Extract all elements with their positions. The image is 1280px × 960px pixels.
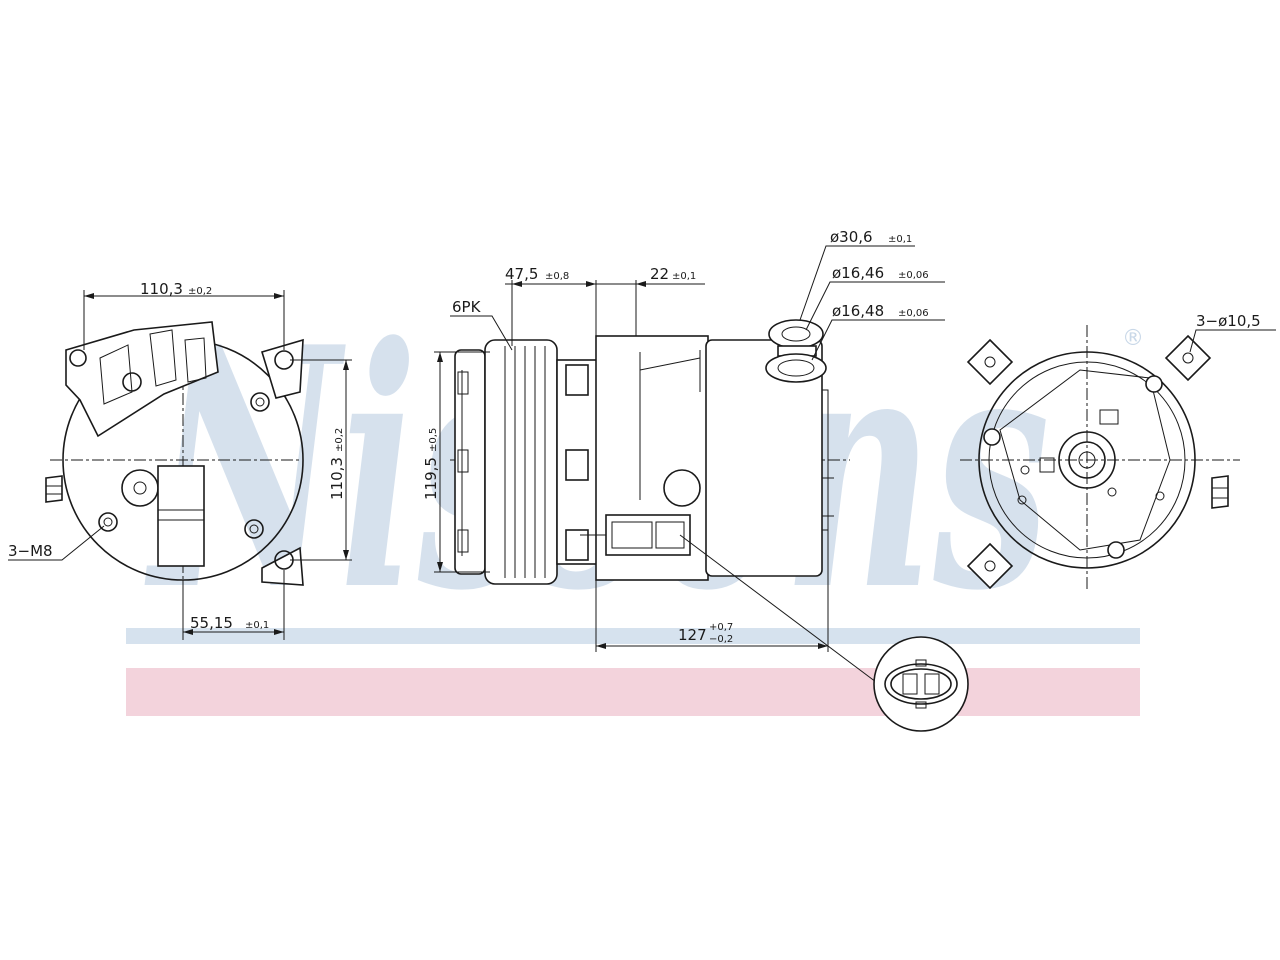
watermark-pink-band	[126, 668, 1140, 716]
dim-port-1: ø16,46	[832, 264, 884, 282]
side-view: 6PK 119,5 ±0,5 47,5 ±0,8 22 ±0,1 127 +0,…	[422, 228, 969, 732]
dim-port-2: ø16,48	[832, 302, 884, 320]
dim-flange: 22	[650, 265, 669, 283]
dim-pulley-width-tol: ±0,8	[545, 271, 569, 282]
dim-bolt-vertical-tol: ±0,2	[334, 428, 345, 452]
dim-bolt-vertical: 110,3	[328, 457, 346, 500]
rear-view: 3−ø10,5	[960, 312, 1276, 590]
dim-length: 127	[678, 626, 707, 644]
front-view: 3−M8 110,3 ±0,2 110,3 ±0,2 55,15 ±0,1	[8, 280, 352, 640]
dim-flange-tol: ±0,1	[672, 271, 696, 282]
pulley-grooves	[504, 346, 546, 578]
dim-length-tol-plus: +0,7	[709, 622, 733, 633]
label-3-d10-5: 3−ø10,5	[1196, 312, 1261, 330]
dim-port-outer: ø30,6	[830, 228, 873, 246]
dim-pulley-diameter: 119,5	[422, 457, 440, 500]
label-6pk: 6PK	[452, 298, 482, 316]
connector-detail	[873, 636, 969, 732]
watermark-registered-mark: ®	[1122, 326, 1144, 351]
dim-offset: 55,15	[190, 614, 233, 632]
dim-port-1-tol: ±0,06	[898, 270, 929, 281]
label-3-m8: 3−M8	[8, 542, 53, 560]
dim-pulley-width: 47,5	[505, 265, 538, 283]
watermark-blue-band	[126, 628, 1140, 644]
dim-offset-tol: ±0,1	[245, 620, 269, 631]
dim-bolt-horizontal-tol: ±0,2	[188, 286, 212, 297]
dim-port-outer-tol: ±0,1	[888, 234, 912, 245]
dim-port-2-tol: ±0,06	[898, 308, 929, 319]
dim-bolt-horizontal: 110,3	[140, 280, 183, 298]
dim-length-tol-minus: −0,2	[709, 634, 733, 645]
dim-pulley-diameter-tol: ±0,5	[428, 428, 439, 452]
